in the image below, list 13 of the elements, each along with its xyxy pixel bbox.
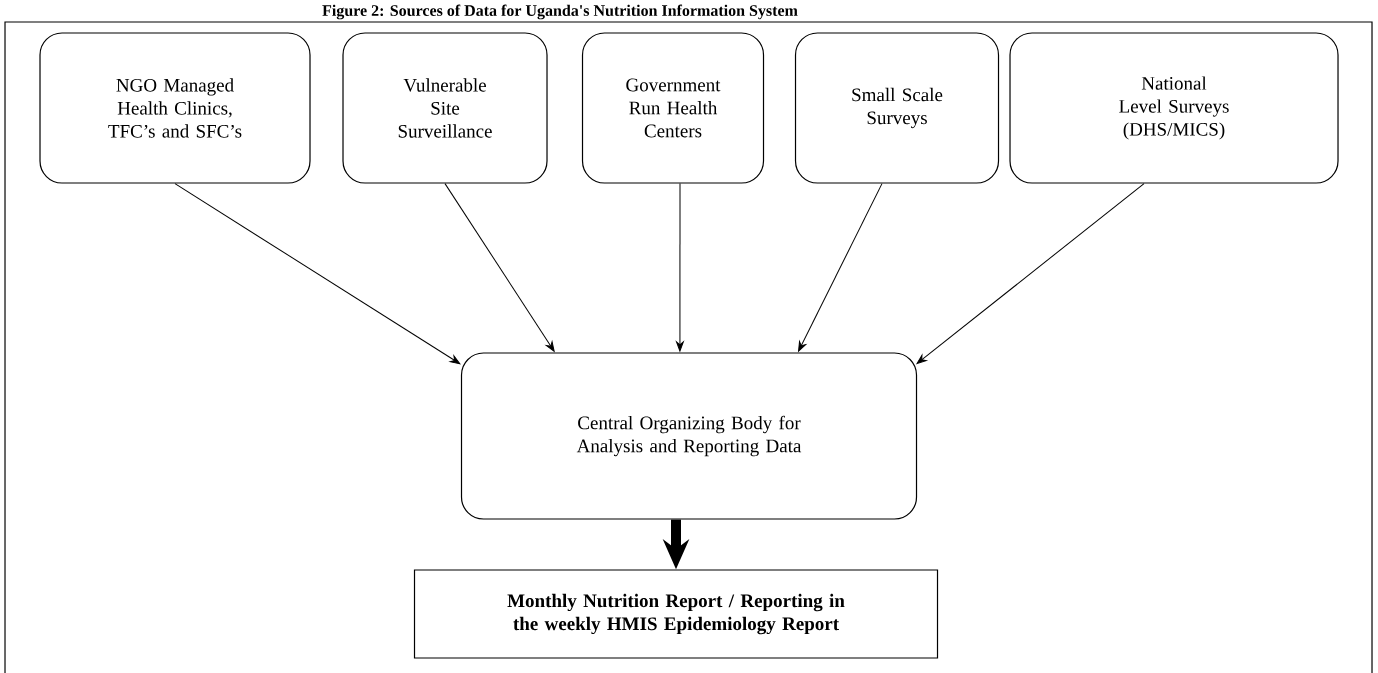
- figure-title: Figure 2: Sources of Data for Uganda's Nutrition Information System: [322, 4, 798, 20]
- process-box: Small Scale Surveys: [794, 32, 1000, 184]
- report-box: Monthly Nutrition Report / Reporting in the weekly HMIS Epidemiology Report: [413, 569, 939, 659]
- process-box: NGO Managed Health Clinics, TFC’s and SFC’s: [39, 32, 311, 184]
- arrow: [798, 183, 883, 352]
- arrow: [916, 183, 1145, 364]
- process-box: Central Organizing Body for Analysis and Reporting Data: [460, 352, 918, 520]
- arrow: [444, 183, 555, 352]
- arrow: [676, 183, 684, 352]
- process-box: Government Run Health Centers: [581, 32, 765, 184]
- process-box: National Level Surveys (DHS/MICS): [1009, 32, 1339, 184]
- arrow: [174, 183, 461, 365]
- process-box: Vulnerable Site Surveillance: [342, 32, 548, 184]
